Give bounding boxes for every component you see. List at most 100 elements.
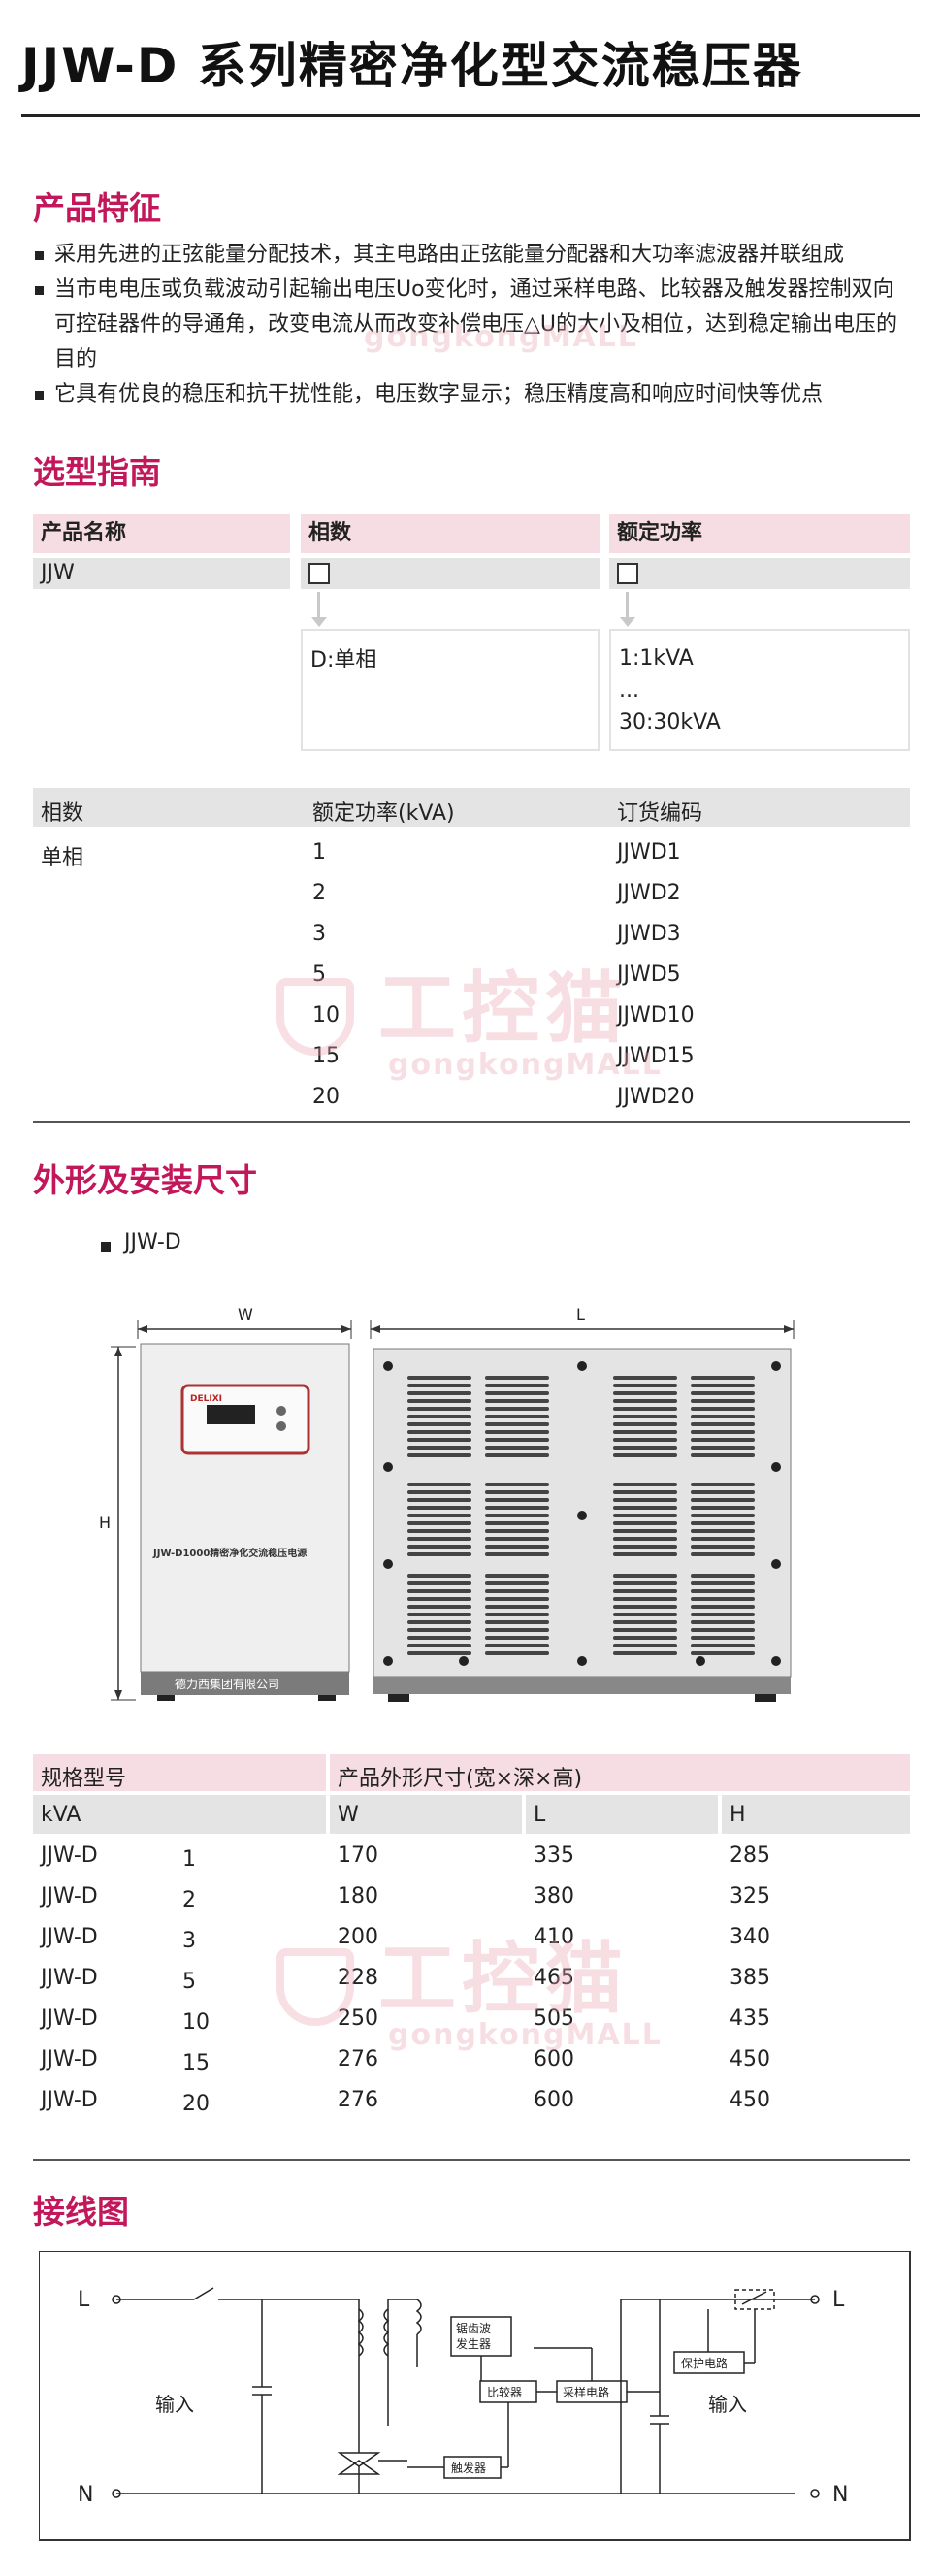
order-power-cell: 1 xyxy=(312,840,326,864)
dim-subheader-w xyxy=(330,1795,522,1834)
vent-slot xyxy=(485,1407,549,1411)
selection-phase-slot xyxy=(301,558,600,589)
vent-slot xyxy=(613,1430,677,1434)
order-col-phase: 相数 xyxy=(41,801,84,826)
vent-slot xyxy=(691,1490,755,1494)
vent-slot xyxy=(407,1521,471,1525)
order-col-power: 额定功率(kVA) xyxy=(312,801,455,826)
wiring-n-left: N xyxy=(78,2483,93,2507)
dim-l-cell: 465 xyxy=(534,1966,574,1990)
vent-slot xyxy=(407,1537,471,1541)
order-code-cell: JJWD3 xyxy=(617,922,681,946)
dim-l-cell: 410 xyxy=(534,1925,574,1949)
vent-slot xyxy=(407,1651,471,1655)
vent-slot xyxy=(613,1537,677,1541)
arrow-line xyxy=(626,592,629,617)
page-title: JJW-D 系列精密净化型交流稳压器 xyxy=(21,38,803,94)
wiring-input-right: 输入 xyxy=(708,2393,747,2416)
features-list: 采用先进的正弦能量分配技术，其主电路由正弦能量分配器和大功率滤波器并联组成 当市… xyxy=(33,238,911,412)
watermark: 工控猫 gongkongMALL xyxy=(276,1940,663,2052)
vent-slot xyxy=(613,1391,677,1395)
wiring-heading: 接线图 xyxy=(33,2193,129,2231)
vent-slot xyxy=(407,1545,471,1549)
dim-model-cell: JJW-D xyxy=(41,2047,98,2071)
vent-slot xyxy=(691,1399,755,1403)
dim-h-cell: 340 xyxy=(730,1925,770,1949)
features-heading: 产品特征 xyxy=(33,189,161,227)
dim-model-cell: JJW-D xyxy=(41,1925,98,1949)
vent-slot xyxy=(407,1430,471,1434)
vent-slot xyxy=(691,1605,755,1609)
dim-kva-cell: 5 xyxy=(182,1970,196,1994)
vent-slot xyxy=(613,1605,677,1609)
vent-slot xyxy=(485,1384,549,1387)
vent-slot xyxy=(691,1589,755,1593)
arrow-down-icon xyxy=(620,617,635,627)
dim-kva-cell: 15 xyxy=(182,2051,210,2075)
order-power-cell: 2 xyxy=(312,881,326,905)
vent-slot xyxy=(691,1498,755,1502)
title-divider xyxy=(21,114,920,117)
phase-option: D:单相 xyxy=(310,648,377,672)
width-label: W xyxy=(238,1305,253,1323)
vent-slot xyxy=(691,1552,755,1556)
vent-slot xyxy=(485,1483,549,1486)
vent-slot xyxy=(407,1597,471,1601)
vent-slot xyxy=(691,1430,755,1434)
vent-slot xyxy=(485,1422,549,1426)
vent-slot xyxy=(691,1438,755,1442)
power-option: ... xyxy=(619,678,639,702)
vent-slot xyxy=(691,1514,755,1517)
vent-slot xyxy=(691,1422,755,1426)
dim-h-cell: 435 xyxy=(730,2006,770,2031)
vent-slot xyxy=(613,1384,677,1387)
dim-w-cell: 276 xyxy=(338,2088,378,2112)
vent-slot xyxy=(691,1620,755,1624)
wiring-l-left: L xyxy=(78,2288,90,2312)
vent-slot xyxy=(407,1581,471,1585)
vent-slot xyxy=(613,1589,677,1593)
vent-slot xyxy=(691,1384,755,1387)
dim-w-cell: 170 xyxy=(338,1843,378,1868)
dim-header-size xyxy=(330,1754,910,1791)
side-view: L xyxy=(370,1305,795,1702)
arrow-line xyxy=(317,592,320,617)
vent-slot xyxy=(407,1498,471,1502)
wiring-n-right: N xyxy=(832,2483,848,2507)
vent-slot xyxy=(691,1636,755,1640)
vent-slot xyxy=(613,1545,677,1549)
vent-slot xyxy=(485,1644,549,1647)
order-power-cell: 15 xyxy=(312,1044,340,1068)
vent-slot xyxy=(485,1399,549,1403)
square-placeholder-icon xyxy=(617,563,638,584)
dim-kva-cell: 1 xyxy=(182,1847,196,1872)
vent-slot xyxy=(485,1438,549,1442)
vent-slot xyxy=(691,1407,755,1411)
dim-model-cell: JJW-D xyxy=(41,1884,98,1908)
vent-slot xyxy=(407,1384,471,1387)
dim-l-cell: 600 xyxy=(534,2047,574,2071)
dim-kva-cell: 2 xyxy=(182,1888,196,1912)
comparator-label: 比较器 xyxy=(487,2385,522,2399)
vent-slot xyxy=(407,1415,471,1418)
order-power-cell: 20 xyxy=(312,1085,340,1109)
selection-col-power: 额定功率 xyxy=(609,514,910,553)
vent-slot xyxy=(485,1498,549,1502)
watermark-en: gongkongMALL xyxy=(388,2018,663,2052)
dim-w-cell: 228 xyxy=(338,1966,378,1990)
dim-table-bottom-rule xyxy=(33,2159,910,2161)
order-col-code: 订货编码 xyxy=(617,801,703,826)
vent-slot xyxy=(407,1552,471,1556)
bullet-square-icon xyxy=(101,1242,111,1252)
vent-slot xyxy=(691,1521,755,1525)
vent-slot xyxy=(613,1399,677,1403)
dim-w-cell: 180 xyxy=(338,1884,378,1908)
vent-slot xyxy=(691,1545,755,1549)
phase-options-box: D:单相 xyxy=(301,629,600,751)
vent-slot xyxy=(691,1453,755,1457)
dim-subheader-l xyxy=(526,1795,718,1834)
vent-slot xyxy=(407,1391,471,1395)
feature-item: 当市电电压或负载波动引起输出电压Uo变化时，通过采样电路、比较器及触发器控制双向… xyxy=(33,273,911,377)
vent-slot xyxy=(407,1399,471,1403)
dim-kva-cell: 3 xyxy=(182,1929,196,1953)
